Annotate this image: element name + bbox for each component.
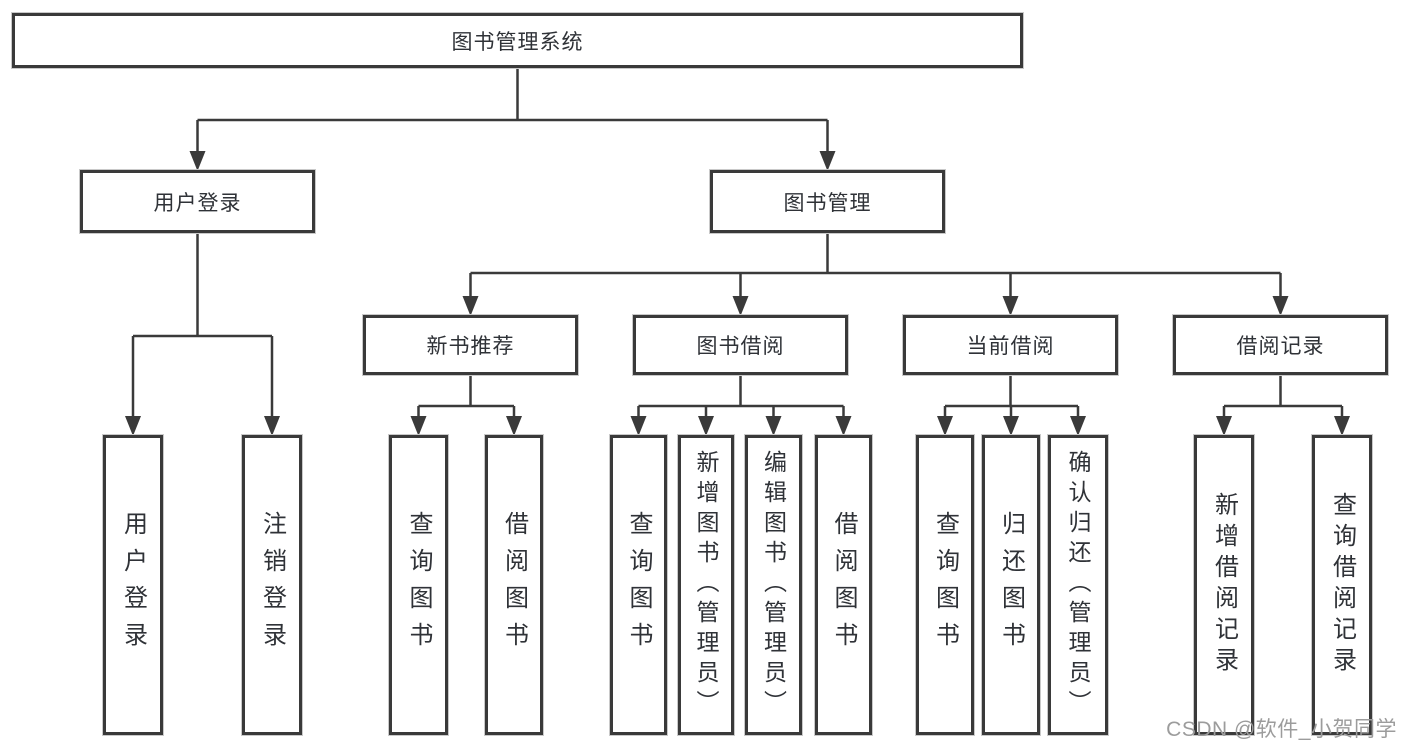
leaf-logout-label: 注销登录 (258, 511, 286, 659)
leaf-add-books-admin: 新增图书（管理员） (678, 435, 734, 735)
leaf-recommend-borrow-books: 借阅图书 (485, 435, 543, 735)
node-new-book-recommendation-label: 新书推荐 (426, 335, 515, 358)
leaf-confirm-return-admin: 确认归还（管理员） (1048, 435, 1108, 735)
node-book-borrowing-label: 图书借阅 (696, 335, 785, 358)
leaf-return-books-label: 归还图书 (997, 511, 1025, 659)
leaf-edit-books-admin: 编辑图书（管理员） (745, 435, 802, 735)
node-borrowing-records-label: 借阅记录 (1236, 335, 1325, 358)
leaf-borrow-query-books: 查询图书 (610, 435, 667, 735)
node-user-login: 用户登录 (80, 170, 315, 233)
node-borrowing-records: 借阅记录 (1173, 315, 1388, 375)
leaf-query-borrow-record-label: 查询借阅记录 (1328, 492, 1356, 678)
leaf-recommend-query-books: 查询图书 (389, 435, 448, 735)
leaf-recommend-query-books-label: 查询图书 (405, 511, 432, 659)
node-root-label: 图书管理系统 (451, 30, 584, 54)
leaf-edit-books-admin-label: 编辑图书（管理员） (760, 450, 787, 720)
node-root: 图书管理系统 (12, 13, 1023, 68)
node-current-borrowing-label: 当前借阅 (966, 335, 1055, 358)
node-book-management: 图书管理 (710, 170, 945, 233)
leaf-borrow-query-books-label: 查询图书 (625, 511, 652, 659)
csdn-watermark: CSDN @软件_小贺同学 (1166, 718, 1397, 741)
leaf-logout: 注销登录 (242, 435, 302, 735)
leaf-borrow-books: 借阅图书 (815, 435, 872, 735)
leaf-user-login: 用户登录 (103, 435, 163, 735)
node-user-login-label: 用户登录 (153, 191, 242, 215)
node-book-borrowing: 图书借阅 (633, 315, 848, 375)
leaf-recommend-borrow-books-label: 借阅图书 (500, 511, 528, 659)
leaf-query-borrow-record: 查询借阅记录 (1312, 435, 1372, 735)
leaf-current-query-books: 查询图书 (916, 435, 974, 735)
node-current-borrowing: 当前借阅 (903, 315, 1118, 375)
leaf-user-login-label: 用户登录 (119, 511, 147, 659)
leaf-return-books: 归还图书 (982, 435, 1040, 735)
leaf-confirm-return-admin-label: 确认归还（管理员） (1065, 450, 1091, 720)
leaf-borrow-books-label: 借阅图书 (830, 511, 857, 659)
leaf-current-query-books-label: 查询图书 (931, 511, 959, 659)
leaf-add-borrow-record-label: 新增借阅记录 (1210, 492, 1238, 678)
node-new-book-recommendation: 新书推荐 (363, 315, 578, 375)
leaf-add-borrow-record: 新增借阅记录 (1194, 435, 1254, 735)
leaf-add-books-admin-label: 新增图书（管理员） (693, 450, 719, 720)
node-book-management-label: 图书管理 (783, 191, 872, 215)
